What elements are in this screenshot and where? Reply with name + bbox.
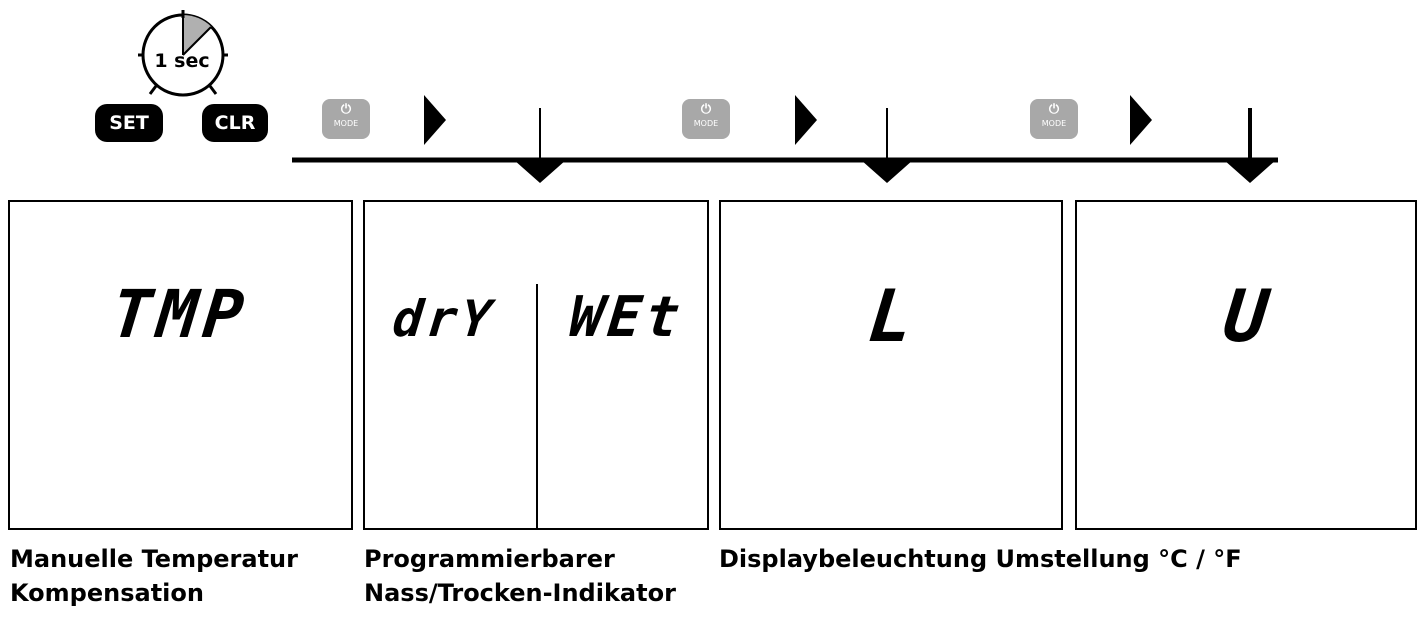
mode-button-label: MODE [693, 119, 719, 128]
caption-temperature-compensation: Manuelle Temperatur Kompensation [10, 542, 298, 610]
power-icon: ⏻ [700, 102, 712, 117]
display-panel-tmp: TMP [8, 200, 353, 530]
lcd-display-dry: drY [389, 290, 499, 348]
flow-diagram [292, 95, 1278, 183]
caption-line: Programmierbarer [364, 545, 615, 573]
mode-button-1[interactable]: ⏻ MODE [322, 99, 370, 139]
set-button[interactable]: SET [95, 104, 163, 142]
display-panel-dry-wet: drY WEt [363, 200, 709, 530]
mode-button-label: MODE [333, 119, 359, 128]
display-panel-unit: U [1075, 200, 1417, 530]
timer-clock-icon [138, 10, 228, 97]
caption-backlight-unit: Displaybeleuchtung Umstellung °C / °F [719, 542, 1242, 576]
caption-line: Displaybeleuchtung Umstellung °C / °F [719, 545, 1242, 573]
display-panel-backlight: L [719, 200, 1063, 530]
caption-line: Kompensation [10, 579, 204, 607]
arrow-down-2 [861, 160, 913, 183]
lcd-display-text: L [864, 274, 918, 358]
mode-button-label: MODE [1041, 119, 1067, 128]
mode-button-3[interactable]: ⏻ MODE [1030, 99, 1078, 139]
clr-button[interactable]: CLR [202, 104, 268, 142]
mode-button-2[interactable]: ⏻ MODE [682, 99, 730, 139]
arrow-down-1 [514, 160, 566, 183]
lcd-display-text: U [1219, 274, 1273, 358]
arrow-right-1 [424, 95, 446, 145]
arrow-right-3 [1130, 95, 1152, 145]
caption-wet-dry-indicator: Programmierbarer Nass/Trocken-Indikator [364, 542, 676, 610]
panel-divider [536, 284, 538, 530]
timer-label: 1 sec [154, 50, 210, 72]
caption-line: Manuelle Temperatur [10, 545, 298, 573]
arrow-down-3 [1224, 160, 1276, 183]
power-icon: ⏻ [340, 102, 352, 117]
lcd-display-text: TMP [107, 276, 254, 353]
lcd-display-wet: WEt [566, 285, 687, 350]
arrow-right-2 [795, 95, 817, 145]
power-icon: ⏻ [1048, 102, 1060, 117]
caption-line: Nass/Trocken-Indikator [364, 579, 676, 607]
